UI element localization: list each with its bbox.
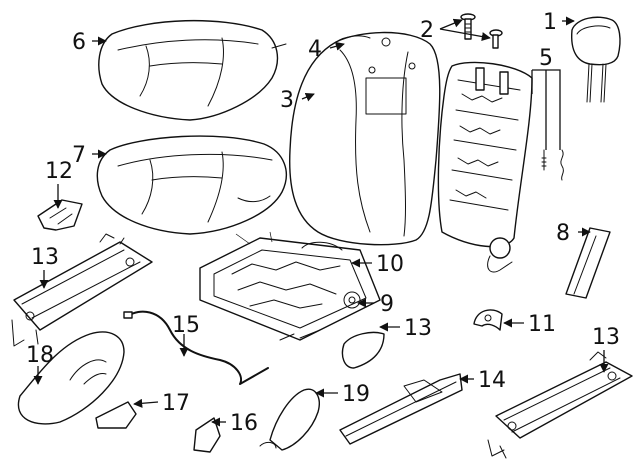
seat-cushion-cover-part	[96, 135, 287, 235]
leader-4	[329, 41, 345, 51]
callout-13-right: 13	[592, 325, 620, 350]
callout-4: 4	[308, 37, 322, 62]
callout-10: 10	[376, 252, 404, 277]
leader-2a	[439, 18, 463, 30]
leader-3	[301, 92, 315, 102]
seat-track-left-part	[11, 233, 153, 347]
leader-17	[133, 398, 159, 408]
callout-6: 6	[72, 30, 86, 55]
seat-track-right-part	[487, 351, 633, 459]
callout-9: 9	[380, 292, 394, 317]
callout-17: 17	[162, 391, 190, 416]
seat-back-cushion-part	[289, 31, 441, 246]
cable-part	[123, 310, 269, 385]
seat-cushion-pad-part	[98, 19, 287, 121]
recliner-cover-part	[341, 331, 385, 369]
callout-19: 19	[342, 382, 370, 407]
bolts-part	[460, 13, 503, 49]
leader-2b	[439, 28, 491, 42]
small-trim-part	[193, 417, 221, 453]
callout-13-left: 13	[31, 245, 59, 270]
callout-1: 1	[543, 10, 557, 35]
trim-strip-part	[565, 227, 611, 299]
callout-3: 3	[280, 88, 294, 113]
bracket-part	[37, 199, 83, 231]
seat-back-frame-part	[437, 61, 564, 273]
callout-12: 12	[45, 159, 73, 184]
seat-cushion-frame-part	[199, 231, 381, 341]
clip-part	[473, 309, 503, 331]
callout-labels: 1 2 3 4 5 6 7 8 9 10 11 12 13 13 13 14 1…	[26, 10, 620, 436]
callout-2: 2	[420, 18, 434, 43]
callout-5: 5	[539, 46, 553, 71]
callout-8: 8	[556, 221, 570, 246]
callout-18: 18	[26, 343, 54, 368]
headrest-part	[571, 16, 621, 103]
cover-part	[259, 388, 320, 451]
callout-11: 11	[528, 312, 556, 337]
leader-5	[531, 69, 561, 150]
side-panel-part	[17, 331, 125, 425]
callout-14: 14	[478, 368, 506, 393]
callout-13-middle: 13	[404, 316, 432, 341]
trim-bracket-part	[95, 401, 137, 429]
callout-7: 7	[72, 143, 86, 168]
callout-15: 15	[172, 313, 200, 338]
callout-16: 16	[230, 411, 258, 436]
leader-lines	[33, 16, 609, 427]
